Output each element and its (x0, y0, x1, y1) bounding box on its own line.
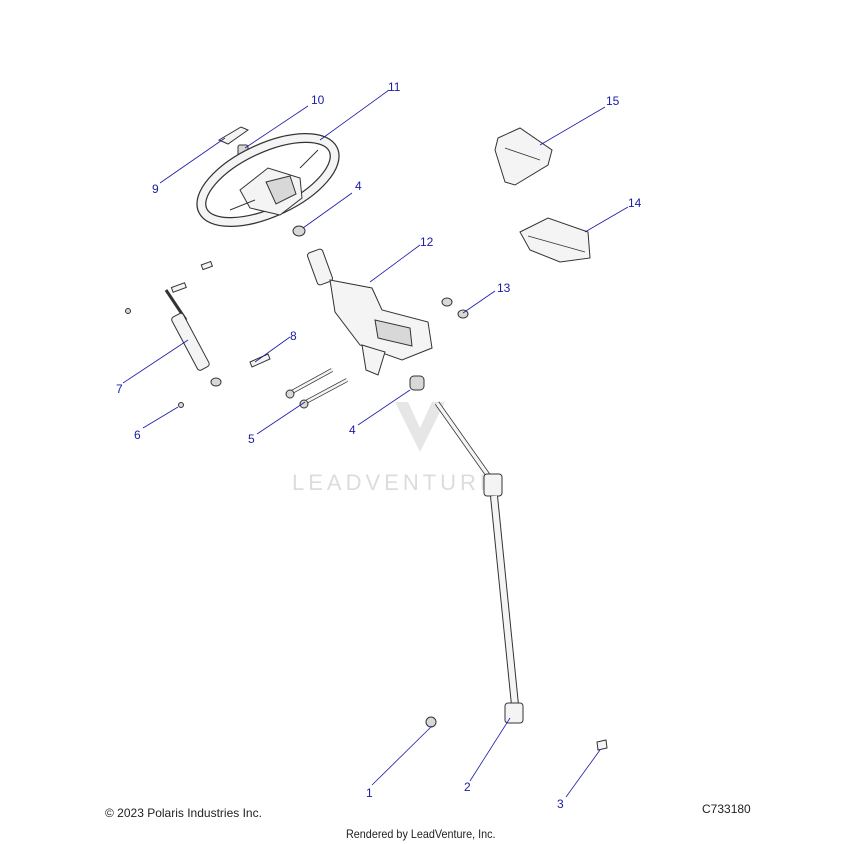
callout-15[interactable]: 15 (606, 94, 620, 108)
part-13-nuts[interactable] (441, 297, 469, 319)
part-7-gas-strut[interactable] (164, 260, 222, 387)
part-5-long-bolts[interactable] (285, 368, 348, 409)
callout-2[interactable]: 2 (464, 780, 471, 794)
part-4-upper-bushing[interactable] (292, 225, 306, 237)
part-3-bolt[interactable] (596, 739, 608, 751)
part-12-tilt-bracket[interactable] (307, 248, 433, 376)
callouts: 9 10 11 4 15 14 12 13 7 6 8 5 4 1 2 3 (116, 80, 642, 811)
callout-6[interactable]: 6 (134, 428, 141, 442)
callout-14[interactable]: 14 (628, 196, 642, 210)
part-6-nuts[interactable] (125, 308, 184, 408)
leader-lines (122, 89, 629, 798)
callout-1[interactable]: 1 (366, 786, 373, 800)
callout-11[interactable]: 11 (388, 80, 401, 94)
part-15-upper-shroud[interactable] (494, 127, 553, 186)
callout-8[interactable]: 8 (290, 329, 297, 343)
part-8-shoulder-bolt[interactable] (249, 353, 271, 368)
watermark: LEADVENTURE (292, 402, 499, 495)
callout-5[interactable]: 5 (248, 432, 255, 446)
rendered-by-notice: Rendered by LeadVenture, Inc. (346, 827, 496, 841)
callout-4-upper[interactable]: 4 (355, 179, 362, 193)
callout-10[interactable]: 10 (311, 93, 325, 107)
watermark-logo-icon (395, 402, 445, 452)
callout-4-lower[interactable]: 4 (349, 423, 356, 437)
part-4-lower-bushing[interactable] (409, 375, 425, 391)
part-9-horn-cap[interactable] (217, 126, 250, 145)
callout-3[interactable]: 3 (557, 797, 564, 811)
callout-9[interactable]: 9 (152, 182, 159, 196)
part-1-nut[interactable] (425, 716, 437, 728)
callout-12[interactable]: 12 (420, 235, 434, 249)
part-2-intermediate-shaft[interactable] (434, 401, 524, 724)
part-14-lower-shroud[interactable] (519, 217, 591, 263)
callout-7[interactable]: 7 (116, 382, 123, 396)
copyright-notice: © 2023 Polaris Industries Inc. (105, 806, 262, 820)
callout-13[interactable]: 13 (497, 281, 511, 295)
part-11-steering-wheel[interactable] (189, 121, 347, 240)
watermark-text: LEADVENTURE (292, 470, 499, 495)
diagram-code: C733180 (702, 802, 751, 816)
